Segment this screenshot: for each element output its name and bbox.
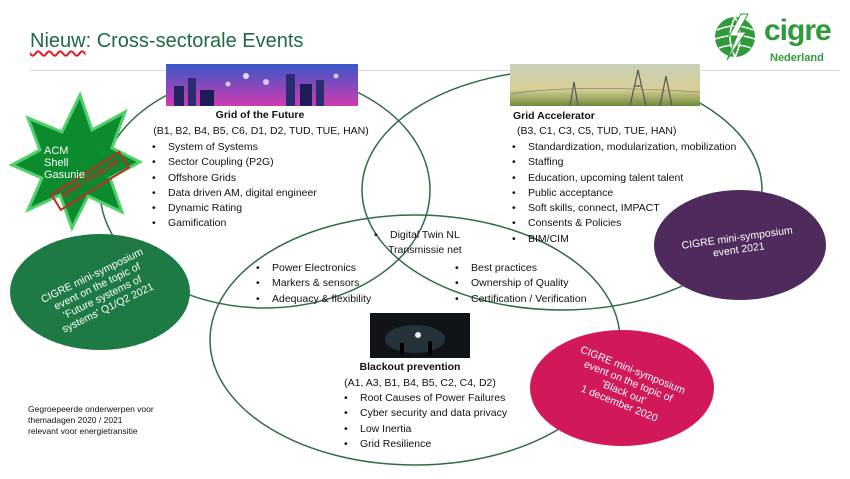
page-title-rest: : Cross-sectorale Events: [85, 30, 304, 52]
list-item: Power Electronics: [254, 261, 371, 277]
globe-lightning-icon: [714, 13, 756, 61]
list-item: Low Inertia: [342, 422, 507, 438]
list-item: Adequacy & flexibility: [254, 292, 371, 308]
grid-future-list: System of Systems Sector Coupling (P2G) …: [150, 140, 317, 232]
list-item: BIM/CIM: [510, 232, 736, 248]
grid-future-title: Grid of the Future: [215, 109, 305, 121]
logo-wordmark: cigre: [764, 14, 832, 47]
blackout-codes: (A1, A3, B1, B4, B5, C2, C4, D2): [344, 377, 496, 389]
list-item: Staffing: [510, 155, 736, 171]
page-title-prefix: Nieuw: [30, 30, 86, 52]
blackout-list: Root Causes of Power Failures Cyber secu…: [342, 391, 507, 452]
list-item: Certification / Verification: [453, 292, 587, 308]
list-item: Education, upcoming talent talent: [510, 171, 736, 187]
list-item: Grid Resilience: [342, 437, 507, 453]
stamp-frame: [49, 150, 131, 212]
grid-accel-title: Grid Accelerator: [513, 110, 595, 122]
future-blackout-list: Power Electronics Markers & sensors Adeq…: [254, 261, 371, 307]
cigre-logo: cigre Nederland: [710, 10, 840, 68]
starburst-line: Gasunie: [44, 169, 85, 181]
green-oval: [10, 234, 190, 350]
accel-blackout-list: Best practices Ownership of Quality Cert…: [453, 261, 587, 307]
list-item: Consents & Policies: [510, 216, 736, 232]
page-title: Nieuw: Cross-sectorale Events: [30, 30, 303, 53]
list-item: Data driven AM, digital engineer: [150, 186, 317, 202]
starburst-text: ACM Shell Gasunie: [44, 145, 114, 181]
list-item: Root Causes of Power Failures: [342, 391, 507, 407]
pylons-photo: [510, 64, 700, 106]
starburst-badge: [8, 91, 144, 232]
list-item: Soft skills, connect, IMPACT: [510, 201, 736, 217]
list-item: Sector Coupling (P2G): [150, 155, 317, 171]
blackout-photo: [370, 313, 470, 358]
starburst-line: ACM: [44, 145, 69, 157]
grid-accel-list: Standardization, modularization, mobiliz…: [510, 140, 736, 247]
starburst-line: Shell: [44, 157, 69, 169]
footnote: Gegroepeerde onderwerpen voor themadagen…: [28, 404, 154, 437]
list-item: Ownership of Quality: [453, 276, 587, 292]
pink-oval: [530, 330, 714, 446]
city-photo: [166, 64, 358, 106]
list-item: Gamification: [150, 216, 317, 232]
blackout-title: Blackout prevention: [359, 361, 461, 373]
list-item: Best practices: [453, 261, 587, 277]
list-item: Offshore Grids: [150, 171, 317, 187]
logo-subtitle: Nederland: [770, 52, 824, 64]
list-item: Public acceptance: [510, 186, 736, 202]
footnote-line: themadagen 2020 / 2021: [28, 415, 123, 425]
list-item: Standardization, modularization, mobiliz…: [510, 140, 736, 156]
list-item: Markers & sensors: [254, 276, 371, 292]
list-item: Digital Twin NL: [372, 228, 462, 244]
list-item: Transmissie net: [388, 244, 462, 257]
list-item: System of Systems: [150, 140, 317, 156]
title-divider: [30, 70, 840, 71]
list-item: Dynamic Rating: [150, 201, 317, 217]
center-list: Digital Twin NL Transmissie net: [372, 228, 462, 259]
grid-accel-codes: (B3, C1, C3, C5, TUD, TUE, HAN): [517, 125, 677, 137]
footnote-line: Gegroepeerde onderwerpen voor: [28, 404, 154, 414]
list-item: Cyber security and data privacy: [342, 406, 507, 422]
footnote-line: relevant voor energietransitie: [28, 426, 138, 436]
grid-future-codes: (B1, B2, B4, B5, C6, D1, D2, TUD, TUE, H…: [153, 125, 369, 137]
